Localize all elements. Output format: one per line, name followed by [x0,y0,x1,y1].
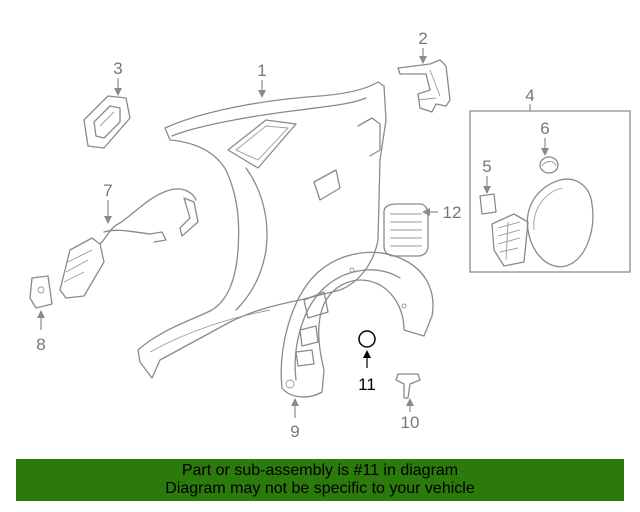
fuel-door-part[interactable] [491,178,594,268]
fuel-door-assembly-box [469,110,631,273]
callout-6: 6 [540,119,549,138]
callout-10: 10 [401,413,420,432]
clip-part-5[interactable] [479,193,497,215]
callout-12: 12 [443,203,462,222]
wheel-liner-part-9[interactable] [280,251,434,398]
callout-3: 3 [113,59,122,78]
callout-4: 4 [525,86,534,105]
callout-9: 9 [290,422,299,441]
callout-1: 1 [257,61,266,80]
plate-part-3[interactable] [83,95,131,149]
push-pin-part-10[interactable] [395,373,421,399]
callout-2: 2 [418,29,427,48]
actuator-cable-part-7[interactable] [59,188,199,299]
grommet-part-11[interactable] [358,330,376,348]
callout-11[interactable]: 11 [358,375,376,394]
info-banner: Part or sub-assembly is #11 in diagram D… [16,459,624,501]
cap-part-6[interactable] [539,156,559,174]
banner-line-2: Diagram may not be specific to your vehi… [165,480,475,497]
vent-grille-part-12[interactable] [383,203,429,257]
clip-part-8[interactable] [29,275,53,309]
callout-5: 5 [482,157,491,176]
callout-8: 8 [36,335,45,354]
leader-lines [37,48,549,418]
bracket-part-2[interactable] [397,59,451,113]
callout-7: 7 [103,181,112,200]
quarter-panel-part[interactable] [137,81,387,379]
banner-line-1: Part or sub-assembly is #11 in diagram [181,462,459,479]
